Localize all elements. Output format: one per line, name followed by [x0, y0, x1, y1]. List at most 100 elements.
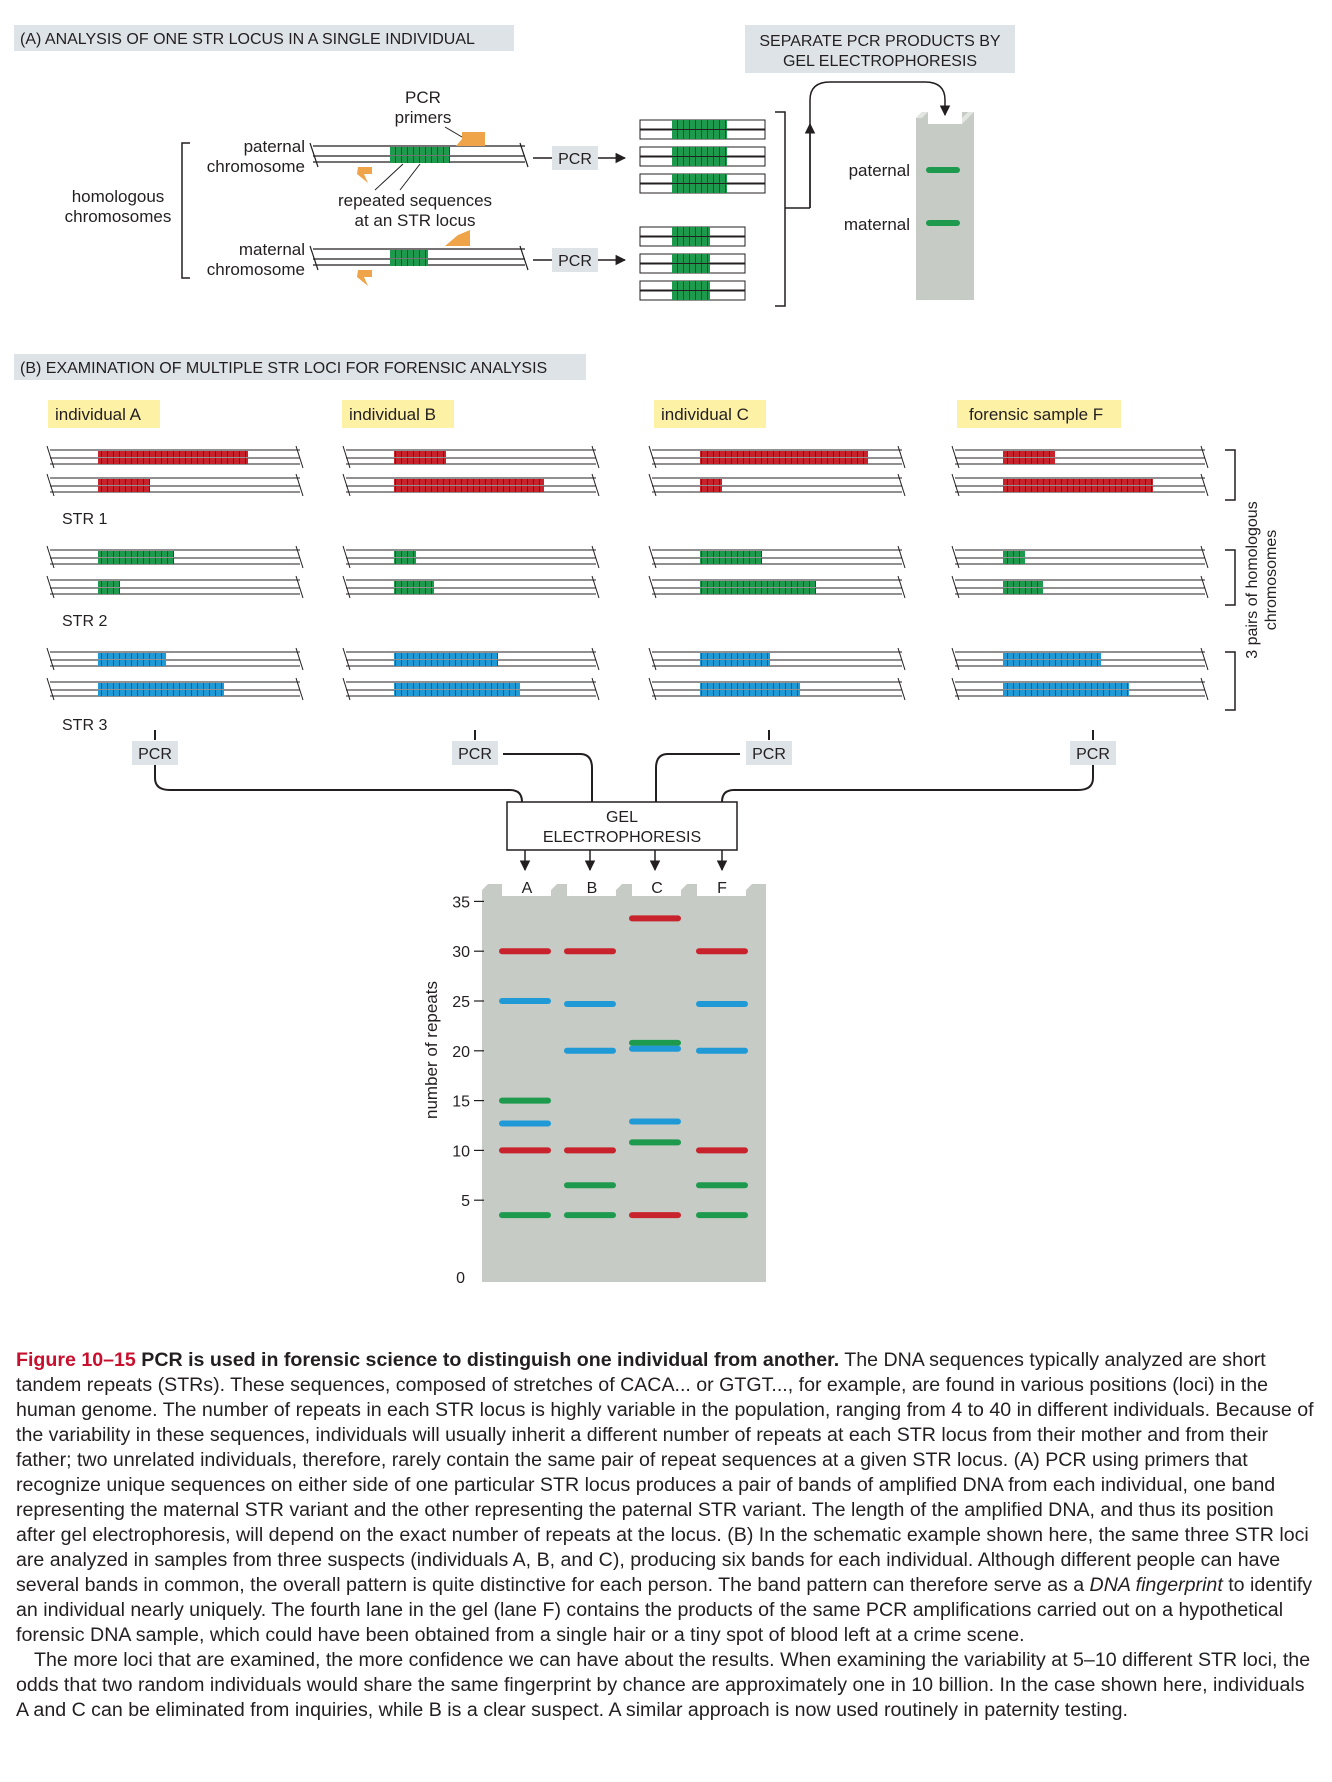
caption-paragraph-2: The more loci that are examined, the mor…: [16, 1649, 1311, 1721]
pcr-product: [639, 119, 766, 140]
forensic-sample-f-str-chromosome: [951, 575, 1209, 599]
caption-figure-title: PCR is used in forensic science to disti…: [141, 1349, 840, 1371]
individual-labels: individual A individual B individual C f…: [48, 400, 1121, 428]
side-label-line2: chromosomes: [1263, 530, 1280, 630]
pcr-label-maternal: PCR: [558, 253, 592, 270]
gel-y-axis-label: number of repeats: [422, 981, 441, 1119]
gel-band-a: [499, 1147, 551, 1154]
panel-a-header-box: [14, 25, 514, 51]
caption-emphasis: DNA fingerprint: [1089, 1574, 1223, 1596]
gel-band-b: [564, 948, 616, 955]
forensic-gel: [482, 884, 766, 1282]
forensic-sample-f-str-chromosome: [951, 545, 1209, 569]
gel-header-line2: GEL ELECTROPHORESIS: [783, 53, 977, 70]
gel-band-a: [499, 948, 551, 955]
gel-band-f: [696, 1047, 748, 1054]
caption-text-1a: The DNA sequences typically analyzed are…: [16, 1349, 1314, 1596]
gel-band-f: [696, 1212, 748, 1219]
pcr-label-paternal: PCR: [558, 151, 592, 168]
gel-band-maternal: [926, 220, 960, 226]
pcr-primers-label-line1: PCR: [405, 88, 441, 107]
panel-b-header-box: [14, 354, 586, 380]
gel-band-c: [629, 1045, 681, 1052]
individual-b-str-chromosome: [342, 677, 600, 701]
gel-band-c: [629, 1118, 681, 1125]
gel-bands: [499, 915, 748, 1219]
gel-band-b: [564, 1000, 616, 1007]
gel-y-tick-label: 30: [452, 944, 470, 961]
pcr-primers-label-line2: primers: [395, 108, 452, 127]
gel-band-c: [629, 1212, 681, 1219]
paternal-chromosome-label-line2: chromosome: [207, 157, 305, 176]
pcr-box-f: [1070, 741, 1116, 765]
gel-band-c: [629, 1039, 681, 1046]
pcr-product: [639, 146, 766, 167]
gel-electrophoresis-box: [506, 801, 738, 851]
pcr-product: [639, 253, 746, 274]
individual-c-str-chromosome: [648, 473, 906, 497]
individual-b-label: individual B: [349, 405, 436, 424]
str-chromosome-pairs: [46, 445, 1209, 701]
individual-a-str-chromosome: [46, 647, 304, 671]
gel-y-tick-label: 0: [456, 1270, 465, 1287]
caption-text-1b: to identify an individual nearly uniquel…: [16, 1574, 1313, 1646]
panel-a-header: (A) ANALYSIS OF ONE STR LOCUS IN A SINGL…: [20, 31, 475, 48]
individual-b-str-chromosome: [342, 647, 600, 671]
paternal-chromosome-label-line1: paternal: [244, 137, 305, 156]
pcr-product: [639, 280, 746, 301]
gel-y-tick-label: 25: [452, 994, 470, 1011]
pcr-box-b: [452, 741, 498, 765]
pcr-product: [639, 226, 746, 247]
individual-a-str-chromosome: [46, 473, 304, 497]
gel-y-tick-label: 10: [452, 1143, 470, 1160]
gel-band-paternal: [926, 167, 960, 173]
paternal-chromosome: [309, 142, 529, 168]
individual-c-str-chromosome: [648, 647, 906, 671]
pcr-label-b: PCR: [458, 746, 492, 763]
repeated-sequences-label-line2: at an STR locus: [355, 211, 476, 230]
gel-y-tick-label: 20: [452, 1044, 470, 1061]
pcr-label-f: PCR: [1076, 746, 1110, 763]
gel-band-f: [696, 1000, 748, 1007]
gel-band-a: [499, 1212, 551, 1219]
gel-box-line1: GEL: [606, 809, 638, 826]
caption-figure-number: Figure 10–15: [16, 1349, 136, 1371]
gel-band-a: [499, 1097, 551, 1104]
gel-label-paternal: paternal: [849, 161, 910, 180]
gel-band-b: [564, 1047, 616, 1054]
repeated-sequences-label-line1: repeated sequences: [338, 191, 492, 210]
pcr-box-a: [132, 741, 178, 765]
forensic-sample-f-str-chromosome: [951, 445, 1209, 469]
pcr-product: [639, 173, 766, 194]
pcr-box-c: [746, 741, 792, 765]
homologous-bracket: [181, 142, 190, 279]
gel-band-b: [564, 1212, 616, 1219]
individual-c-str-chromosome: [648, 545, 906, 569]
figure-diagram: (A) ANALYSIS OF ONE STR LOCUS IN A SINGL…: [14, 25, 1280, 1287]
gel-lane-label-f: F: [717, 880, 727, 897]
forensic-sample-f-str-chromosome: [951, 677, 1209, 701]
maternal-chromosome-label-line1: maternal: [239, 240, 305, 259]
single-locus-gel: [916, 112, 974, 300]
pcr-label-c: PCR: [752, 746, 786, 763]
gel-lane-label-b: B: [587, 880, 598, 897]
gel-lane-arrows: [519, 850, 728, 872]
products-bracket: [775, 111, 786, 307]
str3-label: STR 3: [62, 717, 107, 734]
gel-band-f: [696, 1182, 748, 1189]
gel-box-line2: ELECTROPHORESIS: [543, 829, 701, 846]
pcr-connectors: [154, 730, 1094, 803]
individual-a-str-chromosome: [46, 545, 304, 569]
primer-pointer-line: [444, 126, 463, 138]
figure-caption: Figure 10–15 PCR is used in forensic sci…: [16, 1348, 1316, 1723]
panel-b-header: (B) EXAMINATION OF MULTIPLE STR LOCI FOR…: [20, 360, 547, 377]
homologous-label-line1: homologous: [72, 187, 165, 206]
forensic-sample-label: forensic sample F: [969, 405, 1103, 424]
gel-y-tick-label: 5: [461, 1193, 470, 1210]
repeated-pointer-lines: [374, 163, 421, 191]
gel-header-box: [745, 25, 1015, 73]
maternal-chromosome-label-line2: chromosome: [207, 260, 305, 279]
forensic-sample-f-str-chromosome: [951, 473, 1209, 497]
pcr-products: [639, 119, 766, 301]
